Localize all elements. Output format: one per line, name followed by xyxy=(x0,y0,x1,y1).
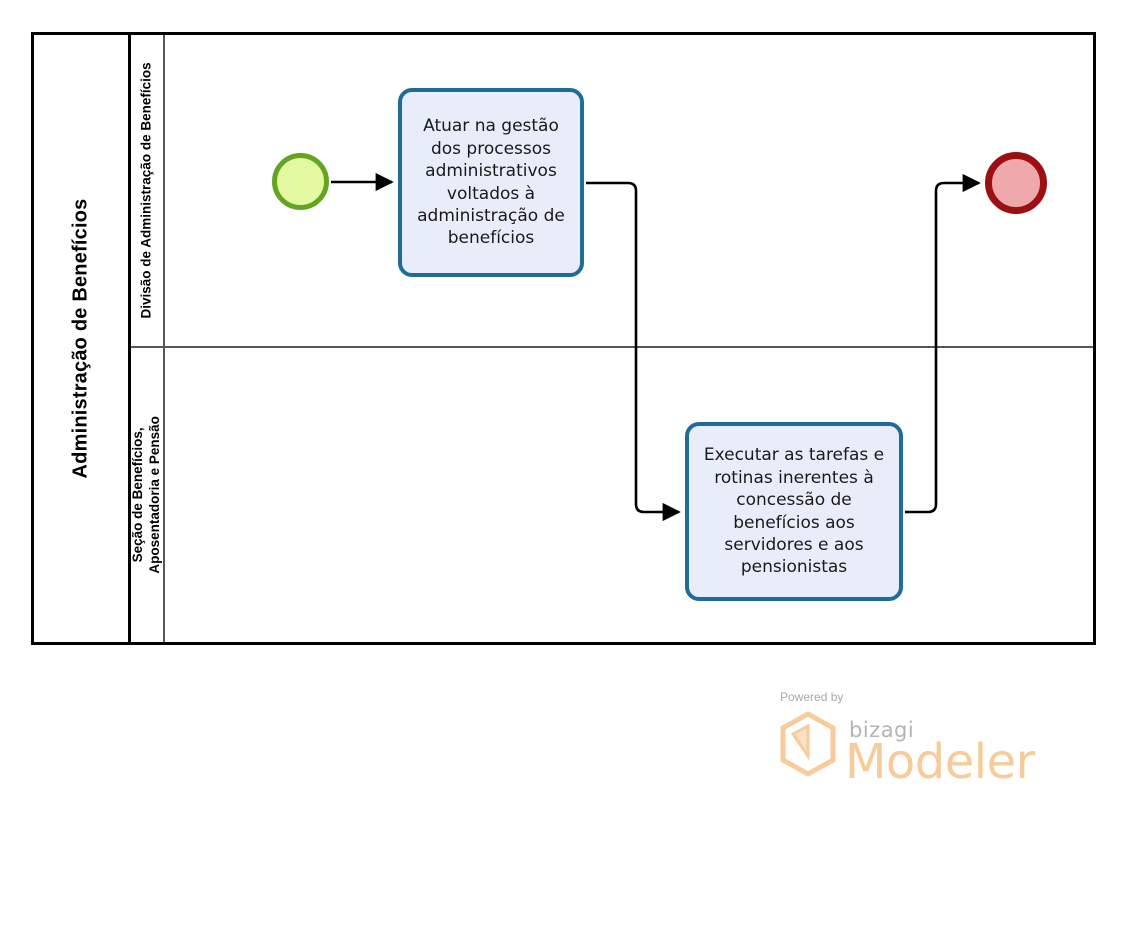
pool-header: Administração de Benefícios xyxy=(34,35,131,642)
lane-title-1: Divisão de Administração de Benefícios xyxy=(138,62,154,319)
lane-header-1: Divisão de Administração de Benefícios xyxy=(131,35,165,346)
start-event[interactable] xyxy=(272,153,329,210)
lane-secao-de-beneficios-aposentadoria-e-pensao: Seção de Benefícios,Aposentadoria e Pens… xyxy=(130,348,1093,642)
lane-container: Divisão de Administração de Benefícios S… xyxy=(130,35,1093,642)
task-executar-as-tarefas[interactable]: Executar as tarefas e rotinas inerentes … xyxy=(685,422,903,601)
task-atuar-na-gestao[interactable]: Atuar na gestão dos processos administra… xyxy=(398,88,584,277)
lane-title-2: Seção de Benefícios,Aposentadoria e Pens… xyxy=(130,416,163,574)
powered-by-label: Powered by xyxy=(780,690,844,704)
task-1-label: Atuar na gestão dos processos administra… xyxy=(417,116,565,249)
end-event[interactable] xyxy=(985,152,1047,214)
bizagi-modeler-label: Modeler xyxy=(845,734,1035,790)
task-2-label: Executar as tarefas e rotinas inerentes … xyxy=(703,445,885,578)
bizagi-hexagon-icon xyxy=(780,712,836,776)
pool-title: Administração de Benefícios xyxy=(69,198,92,479)
bizagi-watermark: Powered by bizagi Modeler xyxy=(779,690,1035,790)
lane-header-2: Seção de Benefícios,Aposentadoria e Pens… xyxy=(130,348,165,642)
lane-body-2 xyxy=(165,348,1093,642)
bizagi-brand-label: bizagi xyxy=(849,718,915,742)
